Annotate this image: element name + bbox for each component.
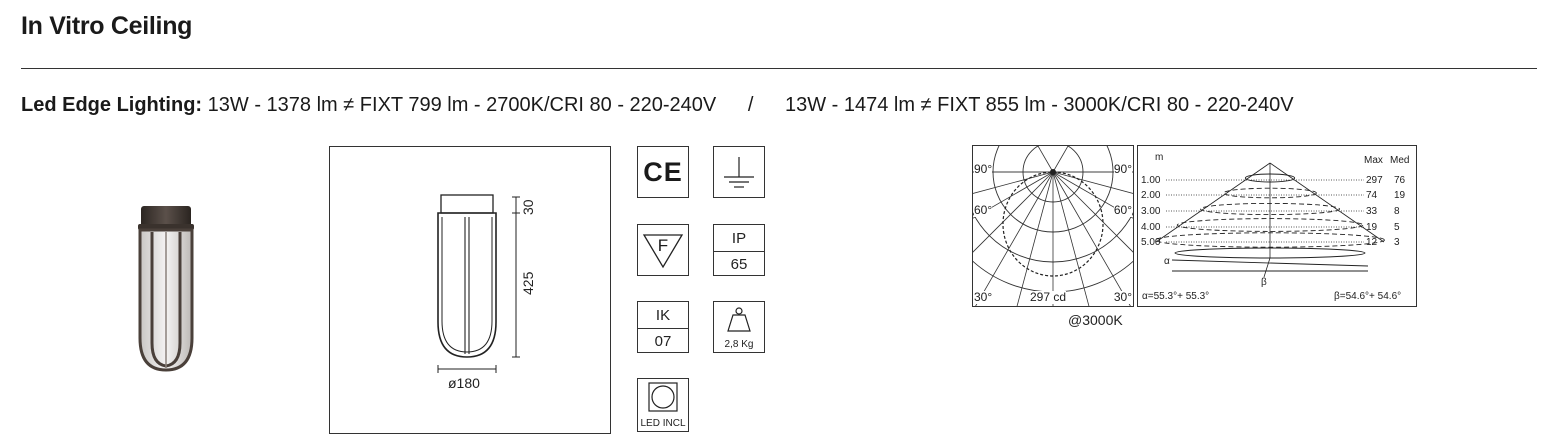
led-included-box: LED INCL (637, 378, 689, 432)
dimension-diameter: ø180 (448, 375, 480, 391)
polar-intensity: 297 cd (1030, 290, 1067, 304)
ground-icon (724, 157, 754, 188)
product-photo (128, 198, 204, 376)
ik-divider (638, 328, 688, 329)
cone-row-max: 12 (1366, 237, 1378, 248)
spec-variant-a: 13W - 1378 lm ≠ FIXT 799 lm - 2700K/CRI … (207, 94, 717, 116)
led-included-label: LED INCL (640, 418, 686, 429)
cone-beta-symbol: β (1261, 277, 1267, 288)
cone-alpha-text: α=55.3°+ 55.3° (1142, 291, 1210, 302)
ce-mark-icon: CE (643, 157, 683, 187)
ik-value: 07 (654, 333, 672, 350)
led-bulb-icon (648, 382, 678, 412)
ip-label: IP (731, 230, 747, 247)
f-mark-letter: F (657, 236, 669, 255)
cone-row-max: 33 (1366, 206, 1378, 217)
polar-angle-60-left: 60° (974, 203, 993, 217)
cone-unit: m (1155, 152, 1164, 163)
product-title: In Vitro Ceiling (21, 12, 193, 40)
ground-box (713, 146, 765, 198)
cone-row-max: 297 (1366, 175, 1383, 186)
polar-angle-30-left: 30° (974, 290, 993, 304)
ip-value: 65 (730, 256, 748, 273)
cone-row-max: 19 (1366, 222, 1378, 233)
spec-separator: / (747, 94, 754, 116)
cone-header-med: Med (1390, 155, 1410, 166)
cone-row-med: 19 (1394, 190, 1406, 201)
weight-box: 2,8 Kg (713, 301, 765, 353)
polar-caption: @3000K (1068, 312, 1123, 328)
weight-icon (727, 307, 751, 332)
cone-row-med: 5 (1394, 222, 1400, 233)
technical-drawing: 30 425 ø180 (329, 146, 611, 434)
cone-row-distance: 4.00 (1141, 222, 1161, 233)
cone-header-max: Max (1364, 155, 1383, 166)
f-mark-triangle-icon (642, 234, 684, 269)
cone-row-max: 74 (1366, 190, 1378, 201)
spec-label: Led Edge Lighting: (21, 94, 203, 116)
cone-row-distance: 1.00 (1141, 175, 1161, 186)
f-mark-box: F (637, 224, 689, 276)
light-cone-diagram: m Max Med 1.00 297 76 2.00 74 19 3.00 33 8 4.00 19… (1137, 145, 1417, 307)
cone-row-distance: 2.00 (1141, 190, 1161, 201)
polar-angle-90-right: 90° (1113, 162, 1132, 176)
ip-rating-box: IP 65 (713, 224, 765, 276)
polar-angle-60-right: 60° (1113, 203, 1132, 217)
cone-row-distance: 3.00 (1141, 206, 1161, 217)
ik-rating-box: IK 07 (637, 301, 689, 353)
ce-mark-box: CE (637, 146, 689, 198)
ik-label: IK (655, 307, 671, 324)
cone-row-med: 3 (1394, 237, 1400, 248)
polar-angle-90-left: 90° (974, 162, 993, 176)
ip-divider (714, 251, 764, 252)
dimension-body-height: 425 (520, 271, 536, 295)
polar-diagram: 90° 90° 60° 60° 30° 30° 297 cd (972, 145, 1134, 307)
cone-row-med: 8 (1394, 206, 1400, 217)
cone-alpha-symbol: α (1164, 256, 1170, 267)
lighting-spec: Led Edge Lighting: 13W - 1378 lm ≠ FIXT … (21, 94, 1294, 117)
weight-value: 2,8 Kg (724, 339, 754, 350)
dimension-top-height: 30 (520, 199, 536, 215)
cone-beta-text: β=54.6°+ 54.6° (1334, 291, 1402, 302)
cone-row-distance: 5.00 (1141, 237, 1161, 248)
polar-angle-30-right: 30° (1113, 290, 1132, 304)
title-divider (21, 68, 1537, 69)
cone-row-med: 76 (1394, 175, 1406, 186)
spec-variant-b: 13W - 1474 lm ≠ FIXT 855 lm - 3000K/CRI … (784, 94, 1294, 116)
